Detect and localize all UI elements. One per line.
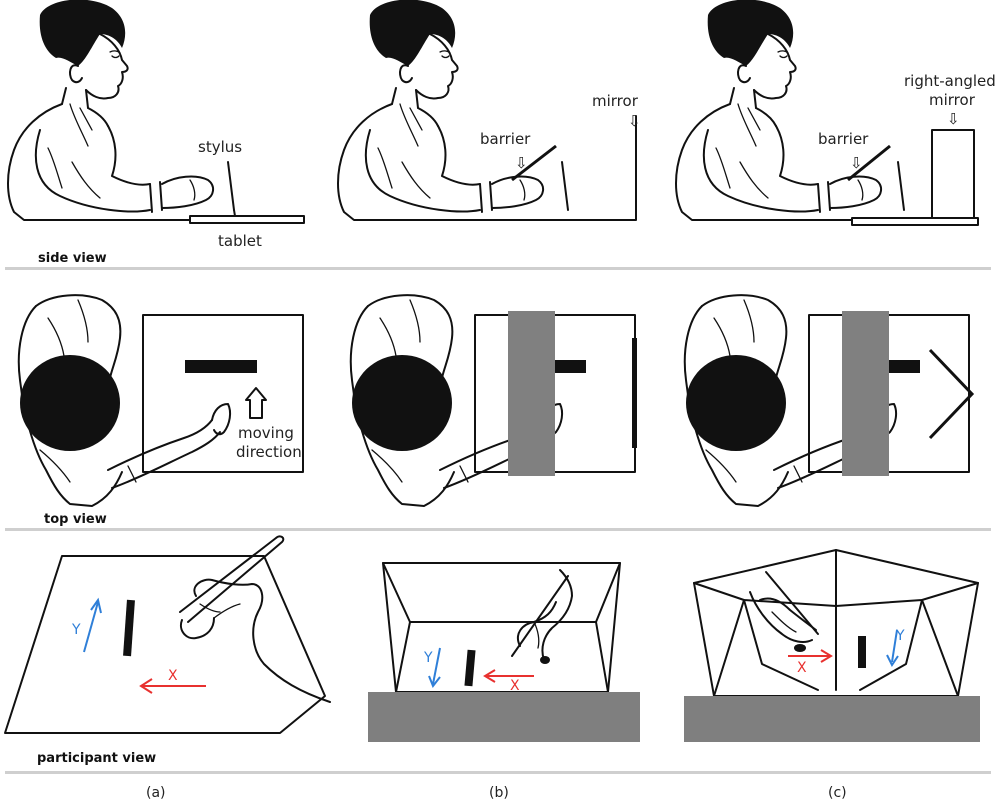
pen-tip-dot xyxy=(540,656,550,664)
y-axis-label: Y xyxy=(423,650,433,666)
stylus xyxy=(227,161,235,211)
side-view-b: barrier ⇩ mirror ⇩ xyxy=(337,0,641,221)
pen xyxy=(511,575,569,657)
barrier-line xyxy=(511,144,557,182)
barrier-line xyxy=(847,144,891,182)
caption-b: (b) xyxy=(489,785,509,801)
barrier-label: barrier xyxy=(480,130,531,148)
top-view-c xyxy=(683,294,975,507)
target-bar xyxy=(123,599,135,657)
row-separator-2 xyxy=(5,528,991,531)
right-angled-arrow: ⇩ xyxy=(947,110,960,128)
tablet-label: tablet xyxy=(218,232,262,250)
pen xyxy=(765,571,819,635)
table-block xyxy=(684,696,980,742)
pen xyxy=(179,535,285,623)
x-axis-label: X xyxy=(510,678,520,694)
target-bar xyxy=(858,636,866,668)
stylus xyxy=(897,161,905,211)
x-axis-label: X xyxy=(168,668,178,684)
target-bar xyxy=(888,360,920,373)
target-bar xyxy=(554,360,586,373)
mirror-arrow: ⇩ xyxy=(628,112,641,130)
hand xyxy=(541,569,573,661)
participant-view-b: Y X xyxy=(368,562,640,742)
y-axis-label: Y xyxy=(895,628,905,644)
row-separator-1 xyxy=(5,267,991,270)
hand xyxy=(749,591,813,643)
target-bar xyxy=(464,649,476,687)
mirror-label: mirror xyxy=(592,92,639,110)
target-bar xyxy=(185,360,257,373)
caption-c: (c) xyxy=(828,785,847,801)
moving-label-2: direction xyxy=(236,443,302,461)
tablet-top xyxy=(142,314,304,473)
stylus xyxy=(561,161,569,211)
top-view-b xyxy=(349,294,637,507)
tablet-perspective xyxy=(4,555,326,734)
participant-view-c: Y X xyxy=(684,549,980,742)
mirror-top xyxy=(632,338,637,448)
right-angled-mirror xyxy=(931,129,975,219)
right-angled-mirror-top xyxy=(928,348,975,440)
table-block xyxy=(368,692,640,742)
right-angled-label-2: mirror xyxy=(929,91,976,109)
hand xyxy=(193,578,331,703)
side-view-label: side view xyxy=(38,251,107,266)
participant-view-label: participant view xyxy=(37,751,156,766)
moving-direction-arrow xyxy=(245,387,267,419)
pen-tip-dot xyxy=(794,644,806,652)
y-axis-label: Y xyxy=(71,622,81,638)
caption-a: (a) xyxy=(146,785,166,801)
barrier-label: barrier xyxy=(818,130,869,148)
barrier-top xyxy=(508,311,555,476)
barrier-arrow: ⇩ xyxy=(515,154,528,172)
moving-label-1: moving xyxy=(238,424,294,442)
tablet xyxy=(189,215,305,224)
barrier-arrow: ⇩ xyxy=(850,154,863,172)
stylus-label: stylus xyxy=(198,138,242,156)
barrier-top xyxy=(842,311,889,476)
side-view-c: barrier ⇩ right-angled mirror ⇩ xyxy=(675,0,996,226)
participant-view-a: Y X xyxy=(4,535,331,734)
top-view-label: top view xyxy=(44,512,107,527)
side-view-a: stylus tablet xyxy=(7,0,305,250)
x-axis-label: X xyxy=(797,660,807,676)
right-angled-label-1: right-angled xyxy=(904,72,996,90)
row-separator-3 xyxy=(5,771,991,774)
top-view-a: moving direction xyxy=(17,294,304,507)
mirror-box xyxy=(382,562,621,693)
